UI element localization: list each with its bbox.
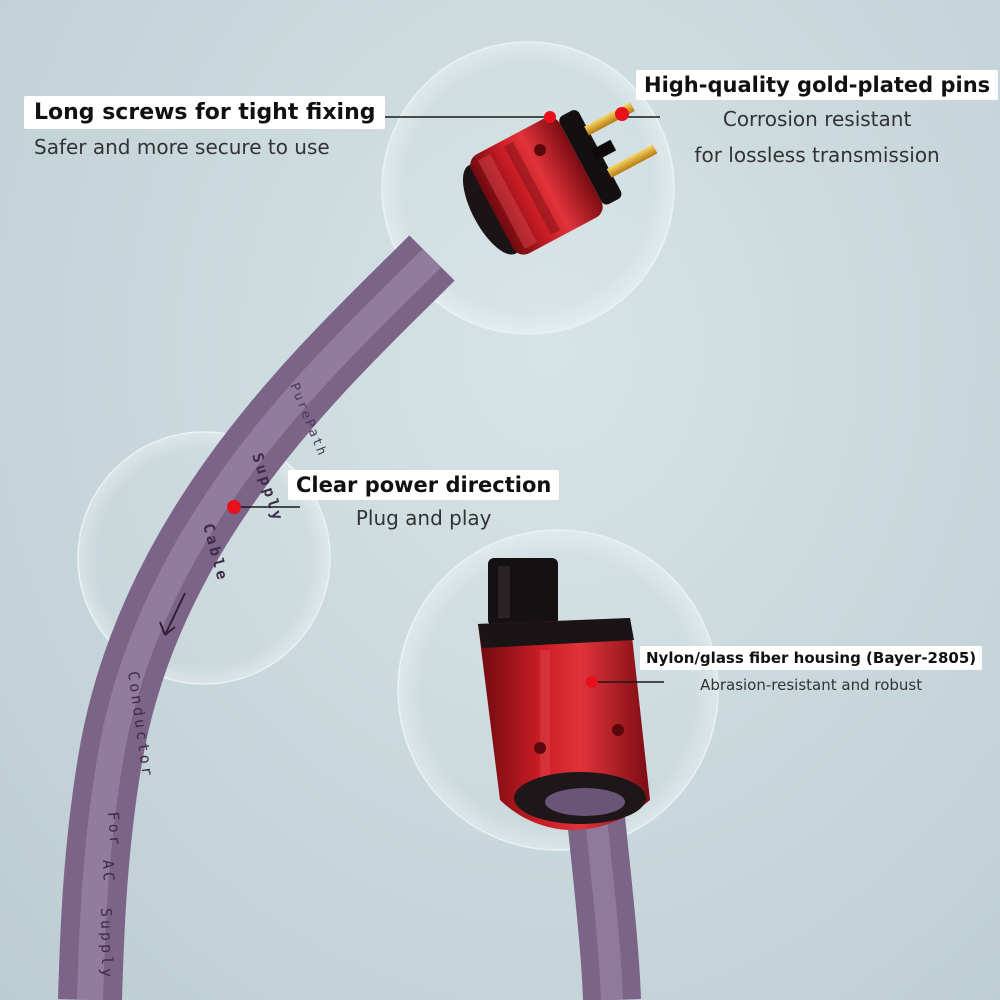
marker-dot-screws	[544, 111, 556, 123]
iec-connector	[478, 558, 650, 831]
svg-text:AC: AC	[99, 860, 118, 885]
callout-housing: Nylon/glass fiber housing (Bayer-2805) A…	[640, 646, 983, 694]
svg-text:Supply: Supply	[97, 908, 116, 980]
gold-pin-lower	[606, 144, 658, 178]
callout-direction-title: Clear power direction	[288, 470, 560, 500]
cable-print-for: For	[104, 811, 124, 848]
callout-screws-subtitle: Safer and more secure to use	[34, 135, 330, 159]
main-cable-highlight	[77, 248, 442, 1000]
direction-arrow-icon	[159, 592, 186, 636]
callout-screws-title: Long screws for tight fixing	[24, 96, 386, 129]
callout-screws: Long screws for tight fixing Safer and m…	[24, 96, 386, 159]
svg-text:For: For	[104, 811, 124, 848]
callout-pins-line1: Corrosion resistant	[722, 107, 912, 131]
cable-print-ac: AC	[99, 860, 118, 885]
callout-housing-title: Nylon/glass fiber housing (Bayer-2805)	[640, 646, 983, 670]
marker-dot-direction	[227, 500, 241, 514]
cable-print-supply-2: Supply	[97, 908, 116, 980]
callout-housing-subtitle: Abrasion-resistant and robust	[700, 676, 923, 694]
marker-dot-pins	[615, 107, 629, 121]
callout-direction-subtitle: Plug and play	[355, 506, 492, 530]
callout-direction: Clear power direction Plug and play	[288, 470, 560, 530]
callout-pins-line2: for lossless transmission	[694, 143, 940, 167]
callout-pins-title: High-quality gold-plated pins	[636, 70, 999, 100]
callout-pins: High-quality gold-plated pins Corrosion …	[636, 70, 999, 172]
marker-dot-housing	[586, 676, 598, 688]
